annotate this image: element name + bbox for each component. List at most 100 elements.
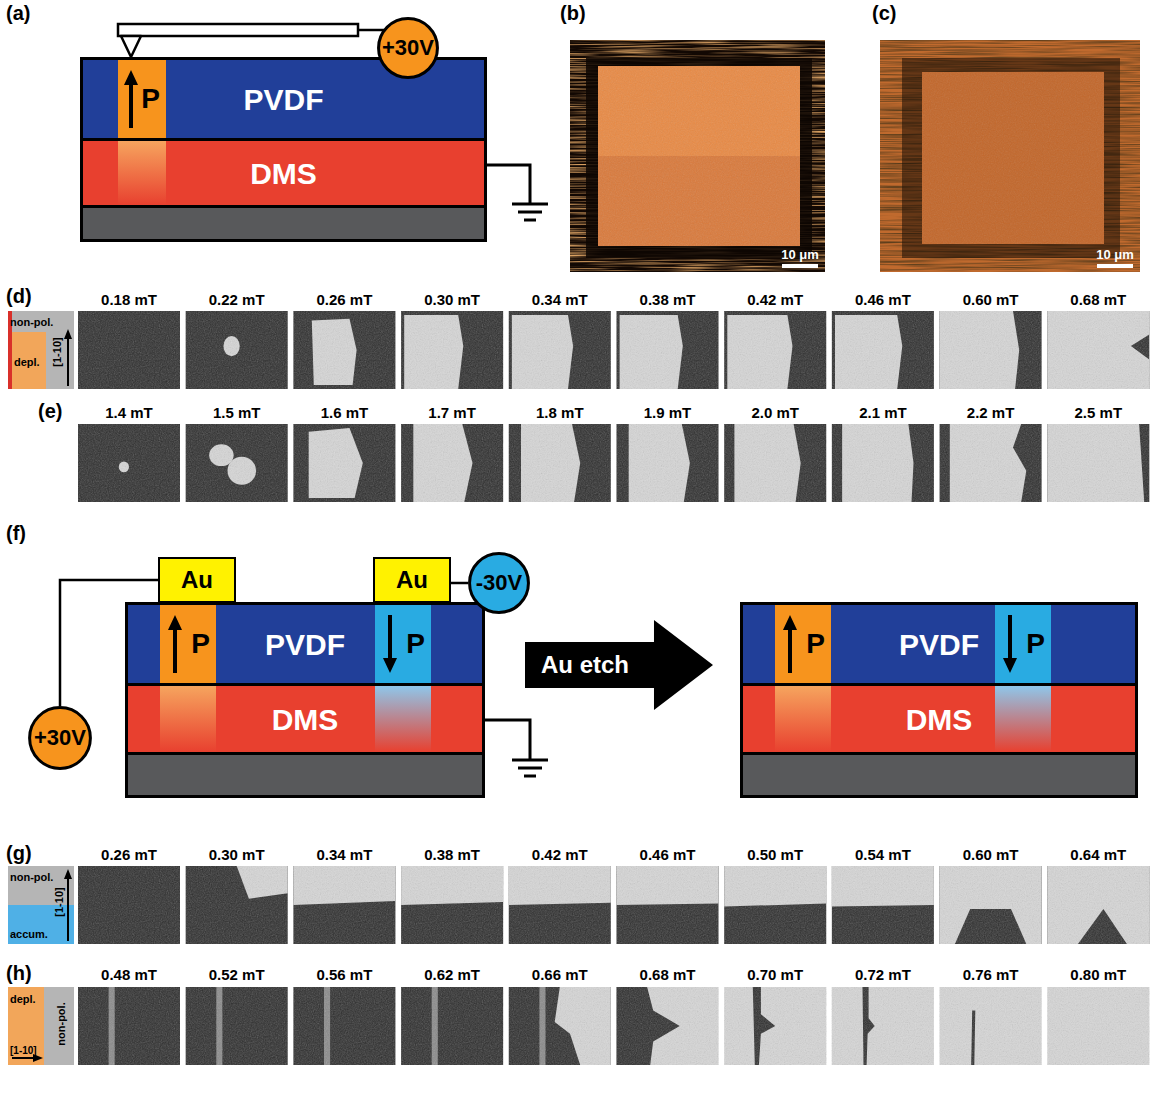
micrograph-ground [509, 866, 611, 944]
micrograph-ground [401, 424, 503, 502]
node-text: PVDF [899, 628, 979, 661]
interface-line [83, 138, 484, 141]
direction-label-holder: [1-10] [49, 887, 67, 916]
micrograph-ground [1047, 987, 1149, 1065]
micrograph-ground [724, 424, 826, 502]
ground-wire [485, 720, 530, 760]
kerr-micrograph [724, 866, 826, 944]
field-value-holder: 0.54 mT [855, 846, 911, 864]
micrograph-ground [724, 987, 826, 1065]
micrograph-noise [724, 987, 826, 1065]
ground-symbol [524, 219, 536, 222]
field-value-holder: 0.52 mT [209, 966, 265, 984]
panel-letter: (h) [6, 962, 32, 985]
image-ground [570, 40, 825, 272]
field-value-holder: 0.66 mT [532, 966, 588, 984]
field-value: 0.38 mT [424, 846, 480, 863]
ground-symbol [518, 211, 542, 214]
field-value-holder: 1.7 mT [428, 404, 476, 422]
kerr-micrograph [78, 311, 180, 389]
direction-label-holder: [1-10] [10, 1040, 37, 1058]
voltage-source: -30V [468, 552, 530, 614]
micrograph-noise [509, 866, 611, 944]
polarization-arrow [129, 82, 133, 128]
field-value-holder: 0.48 mT [101, 966, 157, 984]
micrograph-noise [186, 424, 288, 502]
micrograph-noise [293, 866, 395, 944]
accumulation-gradient [995, 686, 1051, 752]
panel-letter-holder: (d) [6, 285, 32, 308]
region-label: accum. [10, 928, 48, 941]
field-value: 0.26 mT [316, 291, 372, 308]
panel-letter-holder: (e) [38, 400, 62, 423]
field-value-holder: 0.60 mT [963, 291, 1019, 309]
polarized-fill [375, 605, 431, 683]
kerr-micrograph [186, 424, 288, 502]
pvdf-fill [128, 605, 482, 683]
field-value: 0.68 mT [1070, 291, 1126, 308]
field-value-holder: 0.80 mT [1070, 966, 1126, 984]
dms-layer: DMS [83, 141, 484, 205]
field-value-holder: 0.68 mT [640, 966, 696, 984]
pvdf-fill [743, 605, 1135, 683]
micrograph-ground [78, 311, 180, 389]
field-value-holder: 1.5 mT [213, 404, 261, 422]
field-value-holder: 2.2 mT [967, 404, 1015, 422]
panel-letter: (b) [560, 2, 586, 25]
micrograph-noise [401, 987, 503, 1065]
image-noise [570, 40, 825, 272]
field-value-holder: 0.38 mT [424, 846, 480, 864]
field-value-holder: 1.6 mT [321, 404, 369, 422]
region-label-holder: non-pol. [10, 867, 53, 885]
node-text: P [806, 629, 825, 660]
polarization-arrow [388, 615, 392, 661]
micrograph-ground [186, 866, 288, 944]
field-value-holder: 0.22 mT [209, 291, 265, 309]
micrograph-ground [940, 987, 1042, 1065]
polarized-region: P [160, 605, 216, 683]
field-value: 0.76 mT [963, 966, 1019, 983]
micrograph-row [78, 424, 1149, 502]
field-value-holder: 1.4 mT [105, 404, 153, 422]
magnetic-domain [940, 866, 1042, 944]
depletion-gradient [775, 686, 831, 752]
kerr-micrograph [832, 424, 934, 502]
region-label: non-pol. [10, 316, 53, 329]
micrograph-ground [186, 987, 288, 1065]
field-value: 0.26 mT [101, 846, 157, 863]
axis-arrowhead [64, 329, 72, 339]
micrograph-ground [293, 311, 395, 389]
micrograph-row [78, 866, 1149, 944]
field-value: 0.70 mT [747, 966, 803, 983]
panel-letter-holder: (h) [6, 962, 32, 985]
kerr-micrograph [293, 866, 395, 944]
field-value: 1.5 mT [213, 404, 261, 421]
node-text: DMS [906, 703, 973, 736]
field-value: 0.38 mT [640, 291, 696, 308]
field-value: 0.54 mT [855, 846, 911, 863]
panel-letter: (g) [6, 842, 32, 865]
micrograph-noise [1047, 311, 1149, 389]
field-value-holder: 2.5 mT [1075, 404, 1123, 422]
field-value-holder: 0.26 mT [101, 846, 157, 864]
micrograph-ground [940, 424, 1042, 502]
image-noise [880, 40, 1140, 272]
panel-letter-holder: (a) [6, 2, 30, 25]
substrate [743, 755, 1135, 795]
field-value: 1.7 mT [428, 404, 476, 421]
dms-layer: DMS [128, 686, 482, 752]
scale-label: 10 μm [781, 248, 819, 263]
scale-bar [782, 264, 818, 268]
micrograph-ground [832, 987, 934, 1065]
micrograph-noise [940, 424, 1042, 502]
node-text: P [141, 84, 160, 115]
axis-arrowhead [64, 869, 72, 879]
micrograph-ground [724, 311, 826, 389]
micrograph-noise [509, 424, 611, 502]
depletion-gradient [118, 141, 166, 205]
node-text: -30V [476, 571, 522, 595]
panel-letter-holder: (f) [6, 522, 26, 545]
field-value: 0.72 mT [855, 966, 911, 983]
field-value: 2.0 mT [751, 404, 799, 421]
